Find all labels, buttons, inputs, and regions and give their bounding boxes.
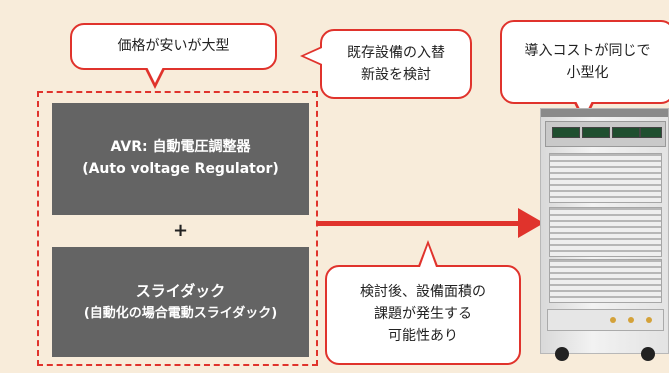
callout-area-issue-line2: 課題が発生する bbox=[374, 306, 472, 323]
callout-cheap-large-tail-fill bbox=[147, 67, 163, 83]
terminal-icon bbox=[646, 317, 652, 323]
display-icon bbox=[612, 127, 640, 138]
caster-icon bbox=[641, 347, 655, 361]
cabinet-front-panel bbox=[545, 121, 666, 147]
arrow-shaft bbox=[318, 221, 523, 226]
callout-area-issue-line1: 検討後、設備面積の bbox=[360, 284, 486, 301]
caster-icon bbox=[555, 347, 569, 361]
slidac-box: スライダック (自動化の場合電動スライダック) bbox=[52, 247, 309, 357]
current-equipment-frame bbox=[37, 91, 318, 366]
vent-grille bbox=[549, 207, 662, 257]
arrow-head bbox=[518, 208, 544, 238]
callout-replace-line1: 既存設備の入替 bbox=[347, 44, 445, 61]
vent-grille bbox=[549, 259, 662, 303]
avr-box: AVR: 自動電圧調整器 (Auto voltage Regulator) bbox=[52, 103, 309, 215]
compact-power-supply-image bbox=[540, 108, 669, 361]
slidac-title: スライダック bbox=[135, 282, 226, 301]
callout-same-cost-smaller: 導入コストが同じで 小型化 bbox=[500, 20, 669, 104]
plus-sign: + bbox=[172, 220, 189, 241]
callout-area-issue-tail-fill bbox=[420, 245, 436, 267]
callout-area-issue: 検討後、設備面積の 課題が発生する 可能性あり bbox=[325, 265, 521, 365]
callout-same-cost-line1: 導入コストが同じで bbox=[524, 42, 651, 59]
display-icon bbox=[640, 127, 662, 138]
vent-grille bbox=[549, 153, 662, 203]
display-icon bbox=[582, 127, 610, 138]
terminal-icon bbox=[628, 317, 634, 323]
cabinet-terminal-panel bbox=[547, 309, 664, 331]
callout-cheap-large: 価格が安いが大型 bbox=[70, 23, 277, 70]
avr-title: AVR: 自動電圧調整器 bbox=[110, 139, 251, 156]
callout-replace-line2: 新設を検討 bbox=[361, 67, 431, 83]
terminal-icon bbox=[610, 317, 616, 323]
callout-area-issue-line3: 可能性あり bbox=[388, 327, 458, 344]
callout-replace: 既存設備の入替 新設を検討 bbox=[320, 29, 472, 99]
slidac-subtitle: (自動化の場合電動スライダック) bbox=[83, 305, 278, 321]
avr-subtitle: (Auto voltage Regulator) bbox=[82, 161, 279, 177]
cabinet-top bbox=[541, 109, 668, 117]
callout-cheap-large-text: 価格が安いが大型 bbox=[117, 38, 230, 55]
display-icon bbox=[552, 127, 580, 138]
callout-replace-tail-fill bbox=[304, 48, 322, 64]
callout-same-cost-line2: 小型化 bbox=[566, 65, 609, 81]
